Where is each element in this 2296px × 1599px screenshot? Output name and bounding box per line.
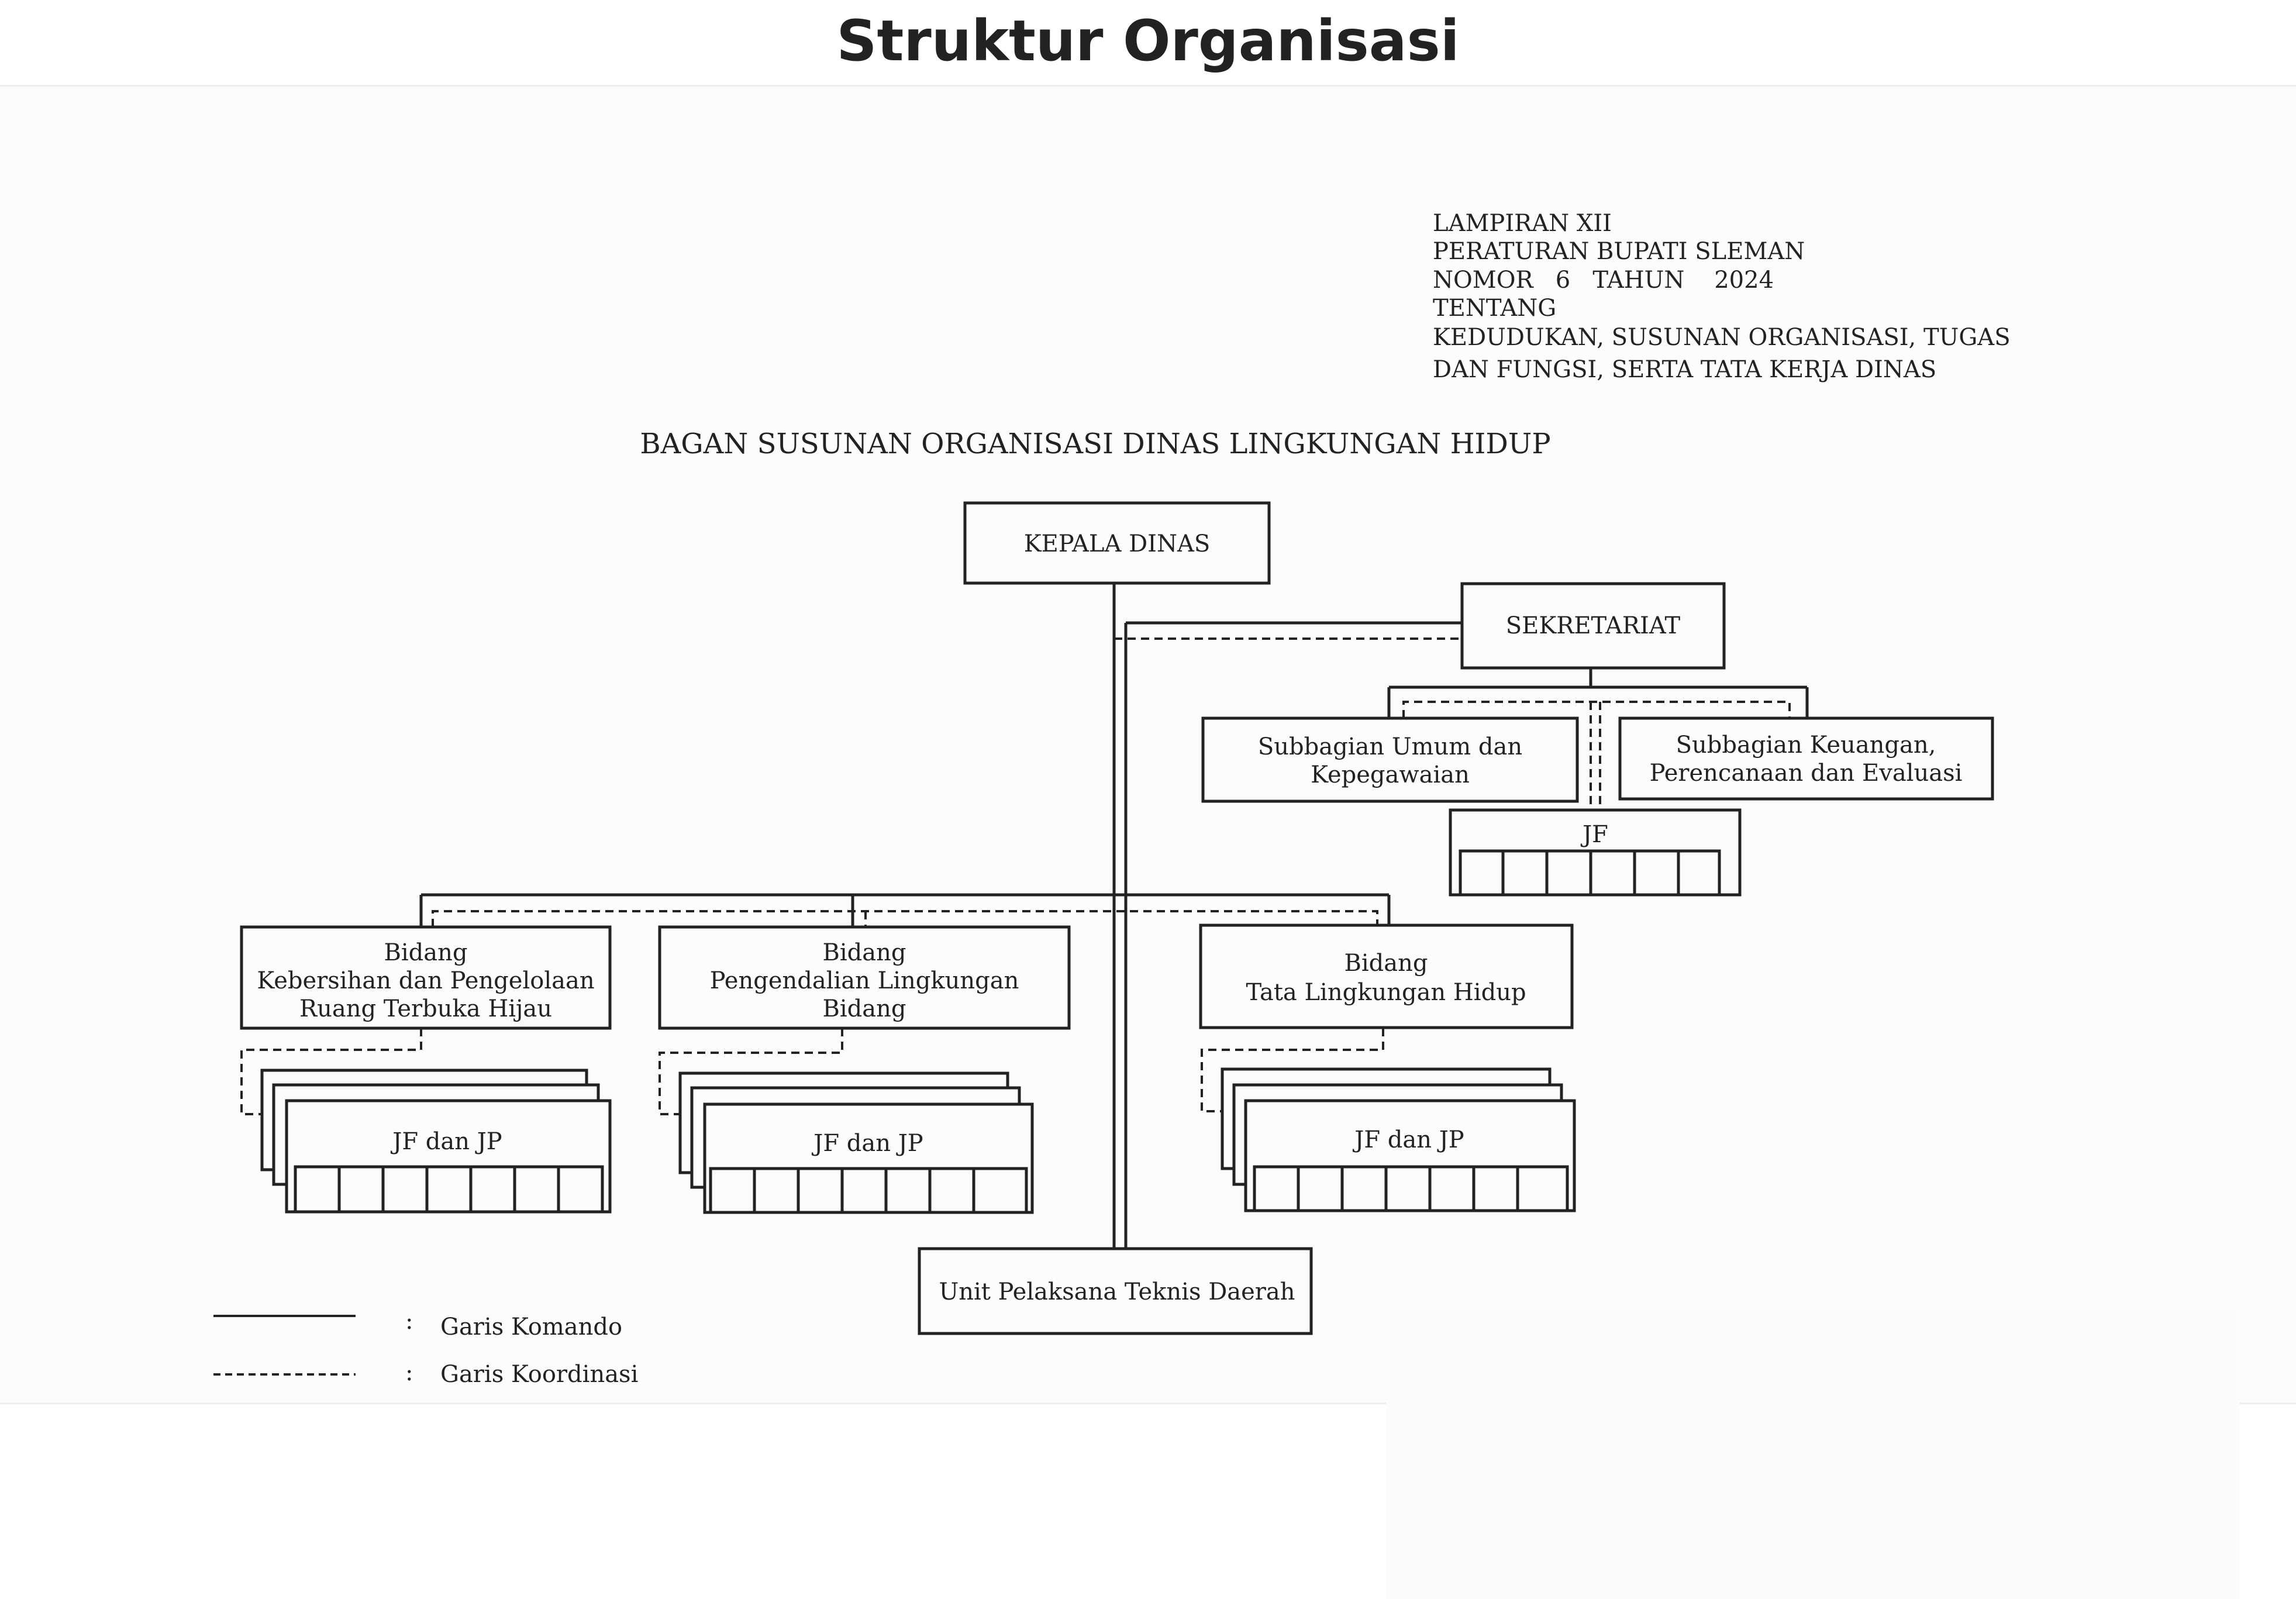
bidang-tata-label-2: Tata Lingkungan Hidup bbox=[1246, 979, 1526, 1006]
bidang-pengendalian-label-2: Pengendalian Lingkungan bbox=[710, 967, 1019, 994]
jf-jp-label-3: JF dan JP bbox=[1352, 1126, 1464, 1153]
kepala-dinas-label: KEPALA DINAS bbox=[1024, 530, 1211, 557]
bidang-kebersihan-label-2: Kebersihan dan Pengelolaan bbox=[257, 967, 594, 994]
sekretariat-box bbox=[1460, 582, 1726, 670]
sekretariat-label: SEKRETARIAT bbox=[1506, 612, 1681, 639]
uptd-label: Unit Pelaksana Teknis Daerah bbox=[939, 1278, 1295, 1305]
page-title: Struktur Organisasi bbox=[836, 8, 1460, 74]
legend-coordination-label: Garis Koordinasi bbox=[440, 1361, 638, 1388]
jf-sekretariat-label: JF bbox=[1580, 821, 1608, 848]
bidang-pengendalian-box bbox=[658, 925, 1071, 1030]
legend-command-label: Garis Komando bbox=[440, 1314, 622, 1340]
bidang-pengendalian-label-1: Bidang bbox=[822, 939, 906, 966]
chart-title: BAGAN SUSUNAN ORGANISASI DINAS LINGKUNGA… bbox=[640, 428, 1550, 460]
bidang-kebersihan-label-3: Ruang Terbuka Hijau bbox=[299, 995, 552, 1022]
bidang-kebersihan-label-1: Bidang bbox=[384, 939, 467, 966]
jf-jp-stack-2 bbox=[678, 1071, 1034, 1214]
uptd-box bbox=[918, 1247, 1313, 1335]
header-line-3: NOMOR 6 TAHUN 2024 bbox=[1433, 267, 1774, 294]
bidang-kebersihan-box bbox=[240, 925, 612, 1030]
legend: : : Garis Komando Garis Koordinasi bbox=[213, 1308, 638, 1388]
blank-patch bbox=[1386, 1310, 2240, 1599]
legend-separator-1: : bbox=[405, 1308, 413, 1335]
jf-jp-stack-3 bbox=[1221, 1067, 1576, 1212]
header-line-2: PERATURAN BUPATI SLEMAN bbox=[1433, 238, 1805, 265]
subbag-keuangan-label-2: Perencanaan dan Evaluasi bbox=[1650, 760, 1963, 787]
jf-jp-label-1: JF dan JP bbox=[390, 1128, 502, 1155]
header-line-4: TENTANG bbox=[1433, 295, 1556, 322]
bidang-pengendalian-label-3: Bidang bbox=[822, 995, 906, 1022]
subbag-umum-box bbox=[1201, 716, 1579, 803]
header-line-1: LAMPIRAN XII bbox=[1433, 210, 1612, 237]
document-header: LAMPIRAN XII PERATURAN BUPATI SLEMAN NOM… bbox=[1433, 210, 2011, 383]
header-line-5: KEDUDUKAN, SUSUNAN ORGANISASI, TUGAS bbox=[1433, 324, 2011, 351]
command-lines bbox=[419, 583, 1809, 1249]
legend-separator-2: : bbox=[405, 1359, 413, 1386]
subbag-keuangan-label-1: Subbagian Keuangan, bbox=[1676, 732, 1936, 759]
subbag-keuangan-box bbox=[1618, 716, 1994, 801]
subbag-umum-label-2: Kepegawaian bbox=[1311, 761, 1470, 788]
bidang-tata-label-1: Bidang bbox=[1344, 950, 1428, 977]
bidang-tata-box bbox=[1199, 923, 1574, 1029]
jf-jp-label-2: JF dan JP bbox=[811, 1130, 923, 1157]
jf-jp-stack-1 bbox=[260, 1069, 612, 1214]
jf-sekretariat-group bbox=[1449, 808, 1742, 897]
header-line-6: DAN FUNGSI, SERTA TATA KERJA DINAS bbox=[1433, 356, 1936, 383]
subbag-umum-label-1: Subbagian Umum dan bbox=[1258, 733, 1522, 760]
kepala-dinas-box bbox=[963, 501, 1271, 585]
